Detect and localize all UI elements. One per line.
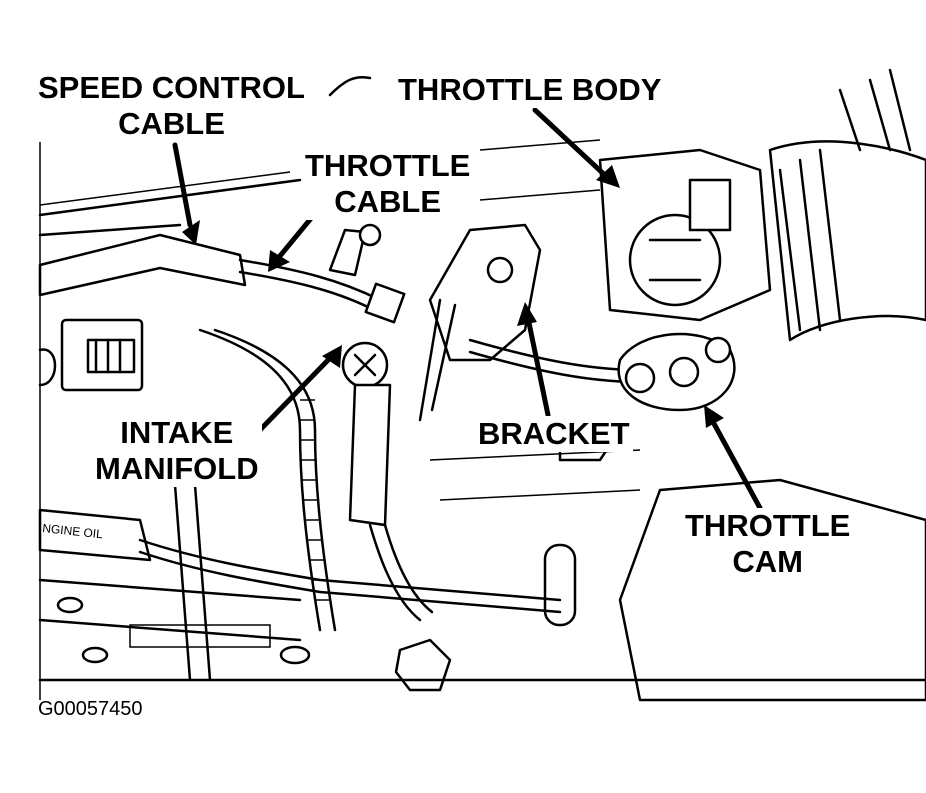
label-speed-control-cable-line1: SPEED CONTROL	[38, 70, 305, 105]
label-throttle-cam: THROTTLE CAM	[682, 508, 854, 580]
label-speed-control-cable: SPEED CONTROL CABLE	[35, 70, 308, 142]
label-intake-manifold: INTAKE MANIFOLD	[92, 415, 262, 487]
label-speed-control-cable-line2: CABLE	[118, 106, 225, 141]
label-throttle-cam-line2: CAM	[732, 544, 803, 579]
label-throttle-body: THROTTLE BODY	[395, 72, 665, 108]
label-intake-manifold-line1: INTAKE	[120, 415, 234, 450]
label-bracket: BRACKET	[475, 416, 633, 452]
label-throttle-cable: THROTTLE CABLE	[302, 148, 474, 220]
label-throttle-cable-line1: THROTTLE	[305, 148, 471, 183]
label-throttle-cam-line1: THROTTLE	[685, 508, 851, 543]
label-throttle-cable-line2: CABLE	[334, 184, 442, 219]
engine-oil-tag: NGINE OIL	[42, 521, 104, 541]
label-intake-manifold-line2: MANIFOLD	[95, 451, 259, 486]
illustration-linework	[38, 68, 926, 702]
figure-id: G00057450	[38, 698, 143, 720]
